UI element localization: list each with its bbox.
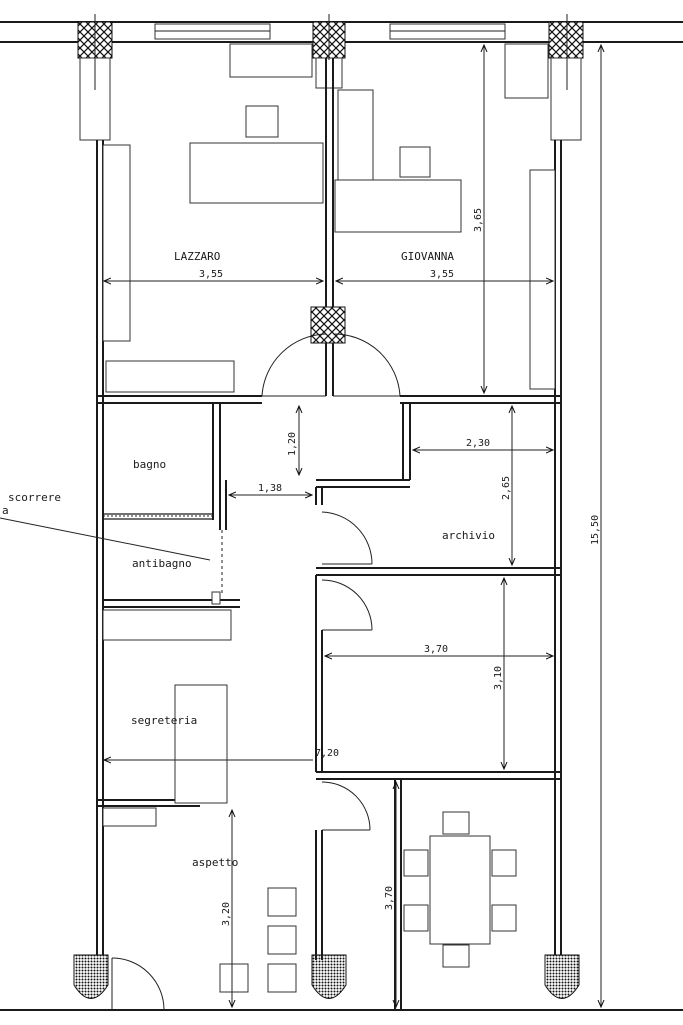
dim-total-length: 15,50 [590,515,601,545]
sideboard-lazzaro [105,360,235,393]
meeting-chair-r1 [491,849,517,877]
desk-segreteria [174,684,228,804]
chair-aspetto-2 [267,925,297,955]
dim-meeting-depth: 3,70 [384,886,395,910]
dim-archivio-depth: 2,65 [501,476,512,500]
furniture [102,43,556,993]
door-meeting [321,781,371,831]
dimension-labels: 3,55 3,55 3,65 1,20 1,38 2,30 2,65 3,70 … [199,208,601,926]
room-label-antibagno: antibagno [132,557,192,570]
dim-archivio-width: 2,30 [466,438,490,449]
shelf-giovanna [337,89,374,183]
room-label-giovanna: GIOVANNA [401,250,454,263]
meeting-chair-bottom [442,944,470,968]
pillar-bottom-center [311,954,347,999]
door-giovanna [332,333,401,397]
annotation-line-1: scorrere [8,491,61,504]
bench-aspetto [102,807,157,827]
dim-giovanna-depth: 3,65 [473,208,484,232]
bookcase-giovanna [529,169,556,390]
annotation-line-2: a [2,504,9,517]
pillar-bottom-left [73,954,109,999]
cabinet-lazzaro [229,43,313,78]
dim-corridor-top: 1,20 [287,432,298,456]
annotation-leader [0,517,211,561]
room-label-bagno: bagno [133,458,166,471]
meeting-chair-l2 [403,904,429,932]
room-labels: LAZZARO GIOVANNA bagno antibagno archivi… [131,250,495,869]
meeting-chair-r2 [491,904,517,932]
shelf-lazzaro [102,144,131,342]
room-label-segreteria: segreteria [131,714,197,727]
chair-aspetto-4 [219,963,249,993]
room-label-archivio: archivio [442,529,495,542]
chair-giovanna [399,146,431,178]
door-lazzaro [261,333,327,397]
pillars [77,14,584,344]
chair-aspetto-1 [267,887,297,917]
dim-room-width: 3,70 [424,644,448,655]
desk-lazzaro [189,142,324,204]
annotation: scorrere a [2,491,61,517]
dimension-lines [0,45,601,1007]
chair-aspetto-3 [267,963,297,993]
pillar-middle [310,306,346,344]
interior-walls [97,58,561,1010]
bottom-pillars [73,954,580,999]
desk-giovanna [334,179,462,233]
dim-giovanna-width: 3,55 [430,269,454,280]
counter-segreteria [102,609,232,641]
door-archivio [321,511,373,565]
door-entrance [111,957,165,1011]
room-label-aspetto: aspetto [192,856,238,869]
meeting-table [429,835,491,945]
chair-lazzaro [245,105,279,138]
pillar-top-right [548,21,584,59]
doors [103,333,401,1011]
dim-lazzaro-width: 3,55 [199,269,223,280]
door-room [321,579,373,631]
meeting-chair-l1 [403,849,429,877]
dim-corridor-width: 1,38 [258,483,282,494]
dim-aspetto-depth: 3,20 [221,902,232,926]
dim-room-depth: 3,10 [493,666,504,690]
meeting-chair-top [442,811,470,835]
cabinet-giovanna [504,43,549,99]
pillar-bottom-right [544,954,580,999]
dim-segreteria-width: 7,20 [315,748,339,759]
room-label-lazzaro: LAZZARO [174,250,220,263]
